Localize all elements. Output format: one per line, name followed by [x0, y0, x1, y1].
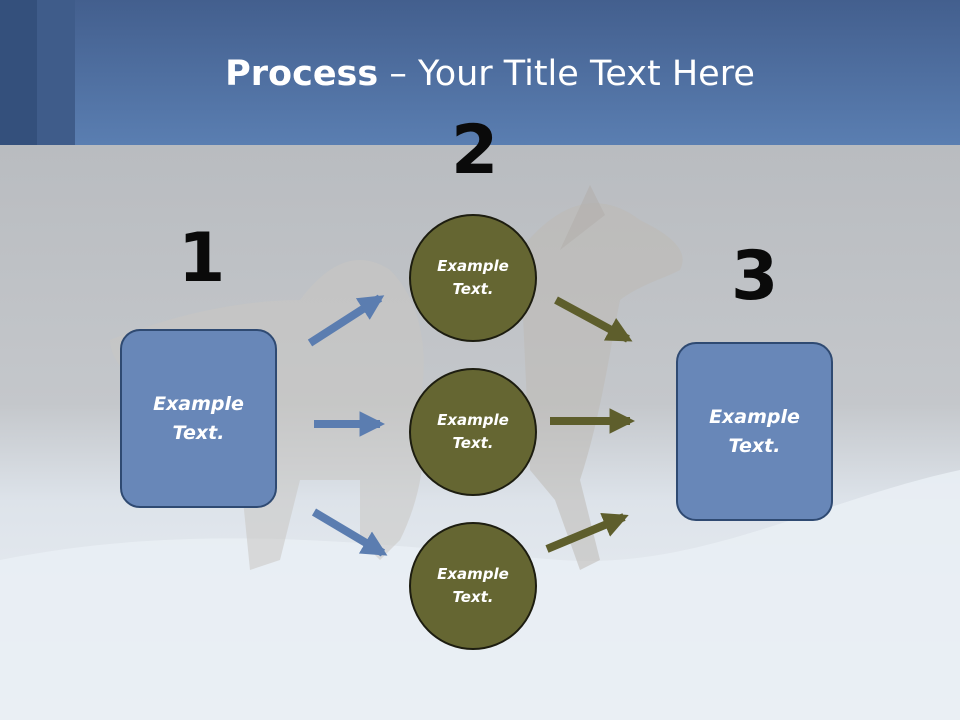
header-band — [0, 0, 960, 145]
arrow-blue-up — [307, 294, 385, 347]
step-2-circle-middle: Example Text. — [409, 368, 537, 496]
step-number-1: 1 — [178, 219, 226, 298]
step-2-circle-bottom: Example Text. — [409, 522, 537, 650]
header-accent-strip — [0, 0, 37, 145]
step-1-box: Example Text. — [120, 329, 277, 508]
arrow-blue-down — [311, 508, 388, 557]
header-accent-strip — [37, 0, 75, 145]
slide-title: Process – Your Title Text Here — [0, 52, 960, 96]
title-bold: Process — [225, 54, 379, 94]
arrow-olive-down — [554, 296, 633, 343]
title-rest: – Your Title Text Here — [378, 54, 755, 94]
arrow-olive-up — [545, 513, 629, 553]
step-number-2: 2 — [451, 111, 499, 190]
step-3-box: Example Text. — [676, 342, 833, 521]
step-number-3: 3 — [731, 237, 779, 316]
step-2-circle-top: Example Text. — [409, 214, 537, 342]
